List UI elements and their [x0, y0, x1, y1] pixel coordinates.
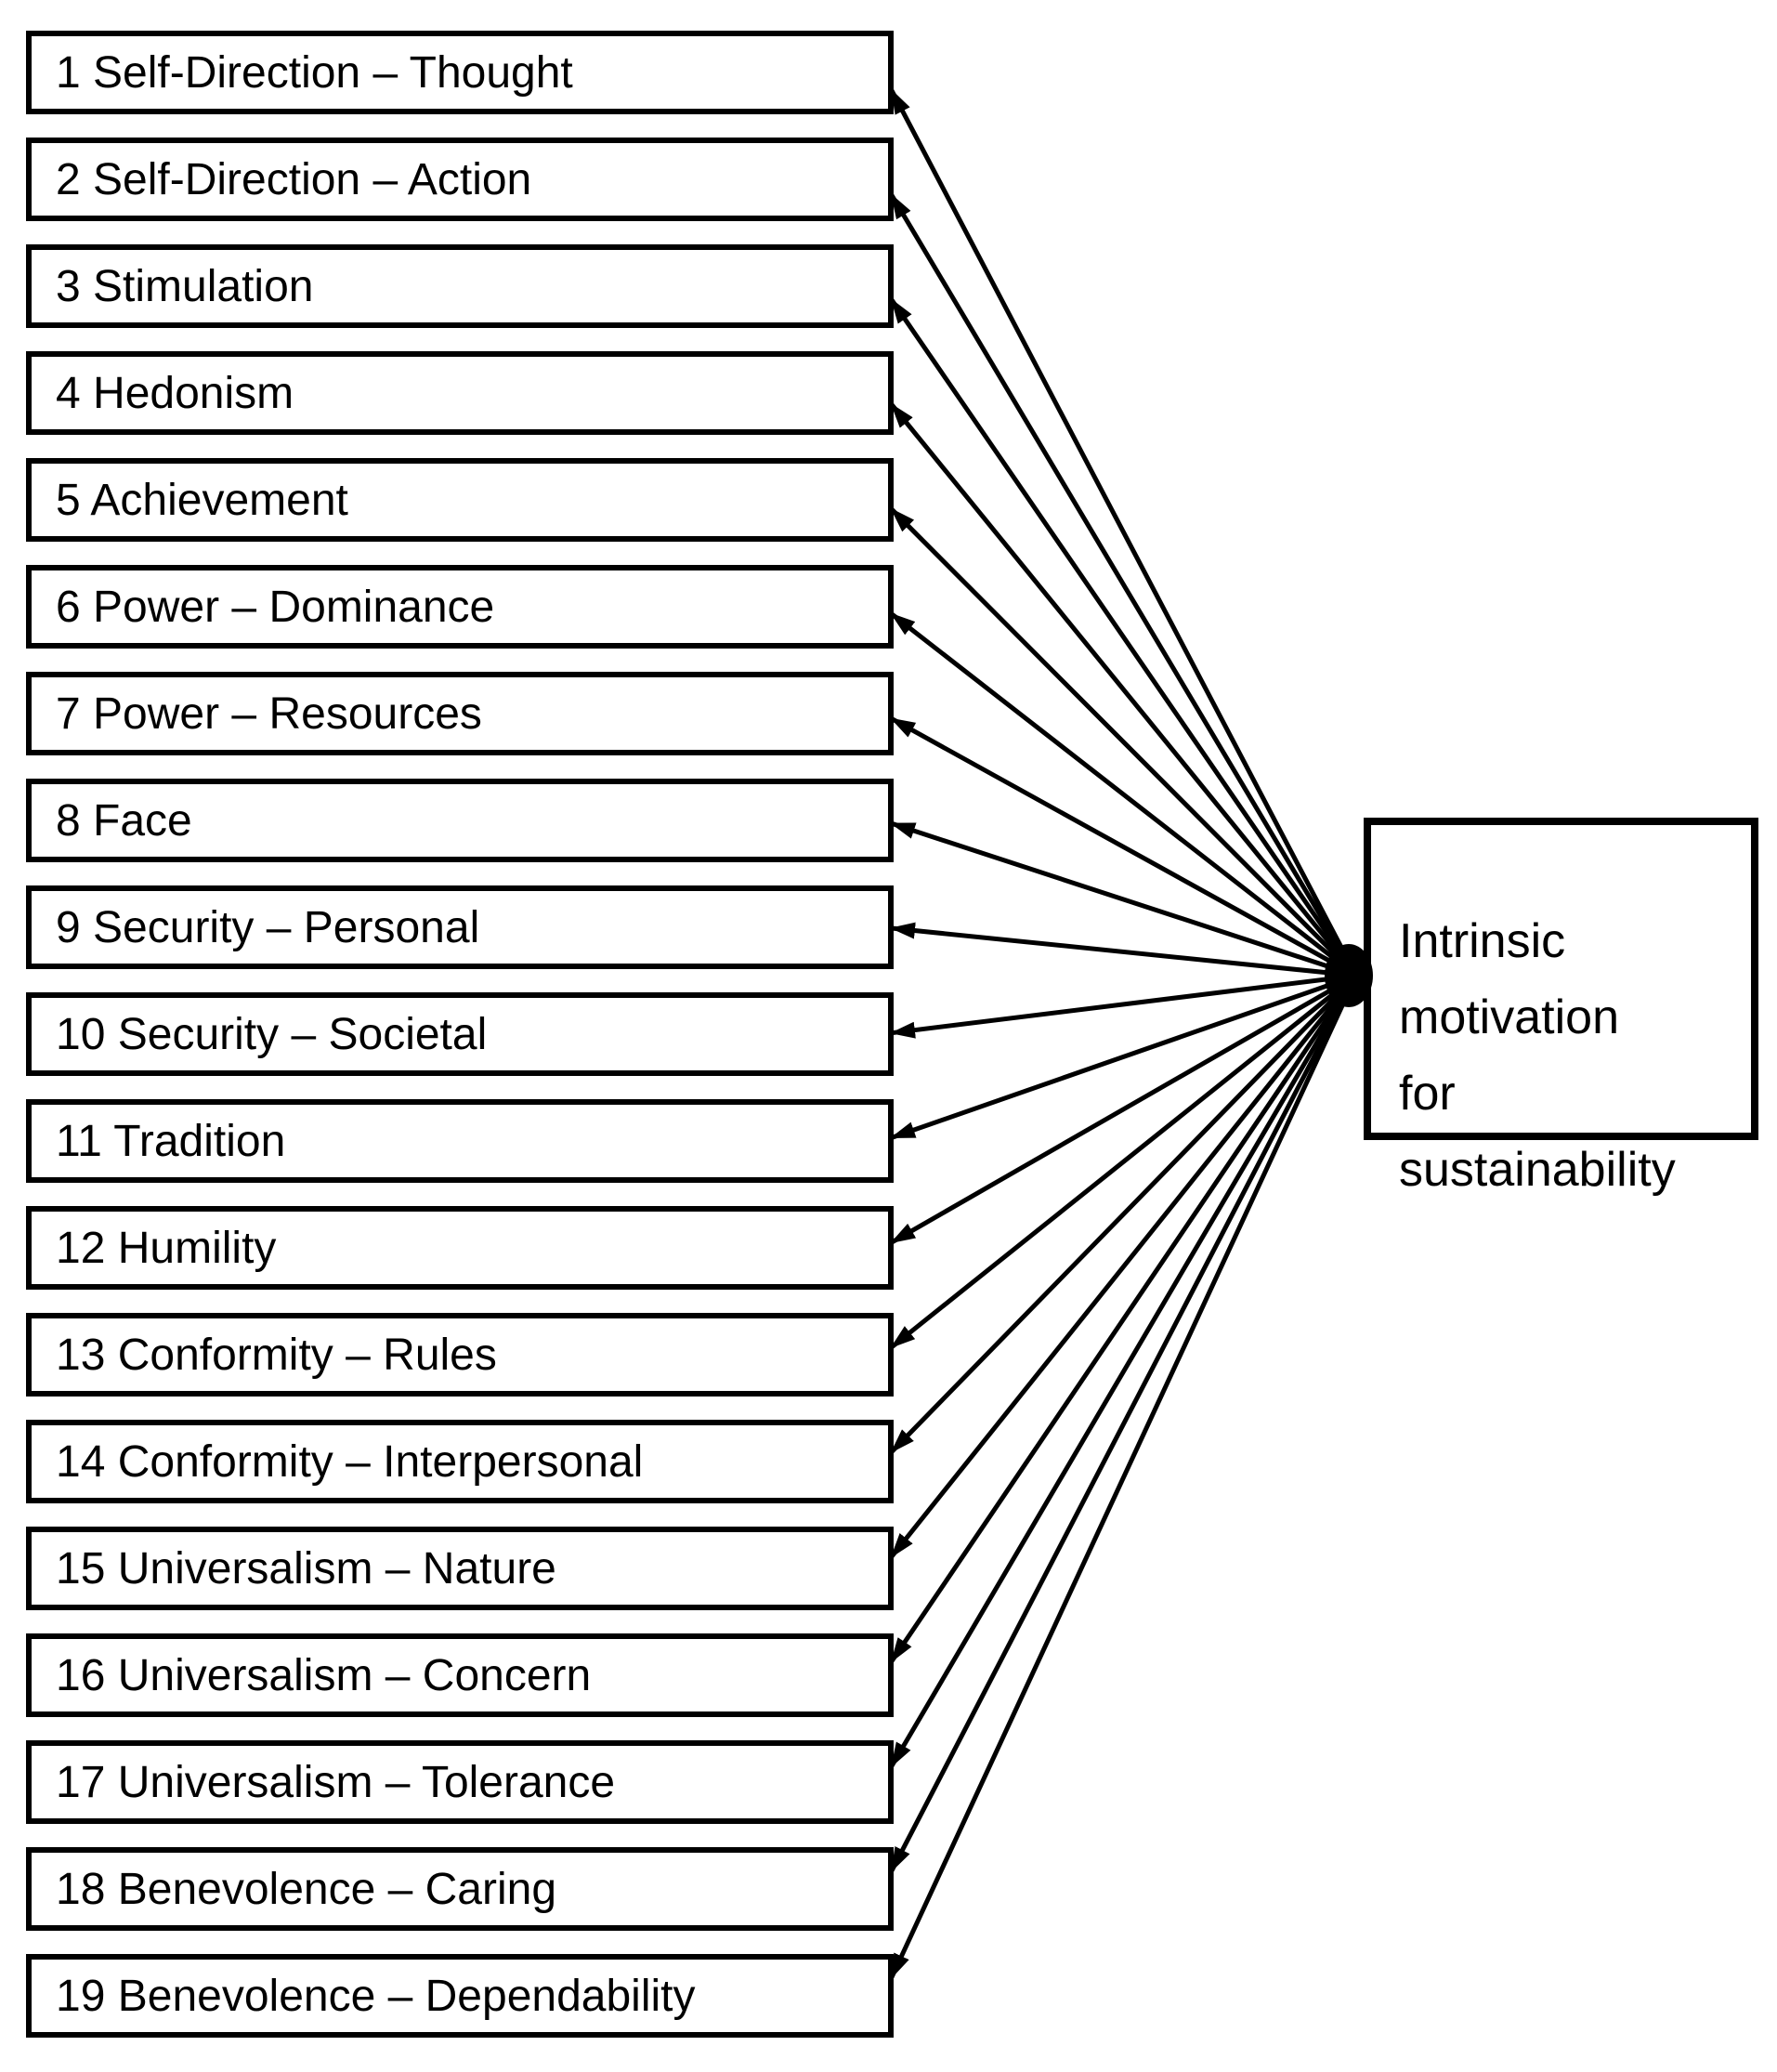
value-box: 12 Humility — [26, 1206, 894, 1290]
value-label: 10 Security – Societal — [56, 1009, 488, 1059]
value-label: 8 Face — [56, 795, 192, 846]
arrow-line — [889, 298, 1359, 977]
hub-label: Intrinsic motivation for sustainability — [1399, 914, 1676, 1197]
value-label: 9 Security – Personal — [56, 902, 480, 952]
value-label: 3 Stimulation — [56, 261, 314, 311]
value-box: 19 Benevolence – Dependability — [26, 1954, 894, 2038]
arrow-line — [889, 88, 1359, 977]
value-box: 4 Hedonism — [26, 351, 894, 435]
value-label: 18 Benevolence – Caring — [56, 1864, 557, 1914]
hub-box: Intrinsic motivation for sustainability — [1364, 818, 1758, 1197]
value-box: 2 Self-Direction – Action — [26, 138, 894, 221]
value-box: 18 Benevolence – Caring — [26, 1847, 894, 1931]
value-box: 8 Face — [26, 779, 894, 862]
value-box: 13 Conformity – Rules — [26, 1313, 894, 1397]
arrow-line — [890, 922, 1357, 978]
value-label: 13 Conformity – Rules — [56, 1330, 497, 1380]
value-label: 6 Power – Dominance — [56, 582, 495, 632]
value-box: 1 Self-Direction – Thought — [26, 31, 894, 114]
value-label: 4 Hedonism — [56, 368, 294, 418]
arrow-line — [889, 974, 1359, 1873]
arrow-line — [890, 973, 1357, 1039]
value-box: 6 Power – Dominance — [26, 565, 894, 649]
value-box: 14 Conformity – Interpersonal — [26, 1420, 894, 1503]
arrow-line — [890, 974, 1358, 1558]
value-box: 17 Universalism – Tolerance — [26, 1740, 894, 1824]
value-label: 7 Power – Resources — [56, 688, 482, 739]
value-box: 16 Universalism – Concern — [26, 1633, 894, 1717]
value-box: 7 Power – Resources — [26, 672, 894, 755]
arrow-line — [890, 974, 1358, 1454]
value-box: 9 Security – Personal — [26, 885, 894, 969]
arrow-line — [890, 973, 1357, 1140]
value-box: 11 Tradition — [26, 1099, 894, 1183]
arrow-line — [890, 507, 1358, 977]
arrow-line — [890, 974, 1358, 1349]
arrow-line — [890, 402, 1358, 977]
value-box: 5 Achievement — [26, 458, 894, 542]
arrow-line — [889, 974, 1359, 1663]
value-label: 19 Benevolence – Dependability — [56, 1971, 696, 2021]
value-box: 10 Security – Societal — [26, 992, 894, 1076]
arrow-line — [890, 611, 1358, 977]
value-label: 1 Self-Direction – Thought — [56, 47, 573, 98]
value-label: 5 Achievement — [56, 475, 348, 525]
arrow-line — [889, 974, 1359, 1979]
arrow-line — [889, 193, 1359, 977]
arrow-line — [889, 974, 1359, 1768]
value-box: 15 Universalism – Nature — [26, 1527, 894, 1610]
value-box: 3 Stimulation — [26, 244, 894, 328]
value-label: 15 Universalism – Nature — [56, 1543, 556, 1593]
arrow-line — [890, 716, 1358, 978]
arrow-line — [890, 973, 1358, 1245]
value-label: 2 Self-Direction – Action — [56, 154, 532, 204]
arrow-line — [890, 820, 1357, 978]
value-label: 14 Conformity – Interpersonal — [56, 1436, 644, 1487]
value-label: 11 Tradition — [56, 1116, 286, 1166]
value-label: 16 Universalism – Concern — [56, 1650, 592, 1700]
value-label: 17 Universalism – Tolerance — [56, 1757, 616, 1807]
value-label: 12 Humility — [56, 1223, 277, 1273]
